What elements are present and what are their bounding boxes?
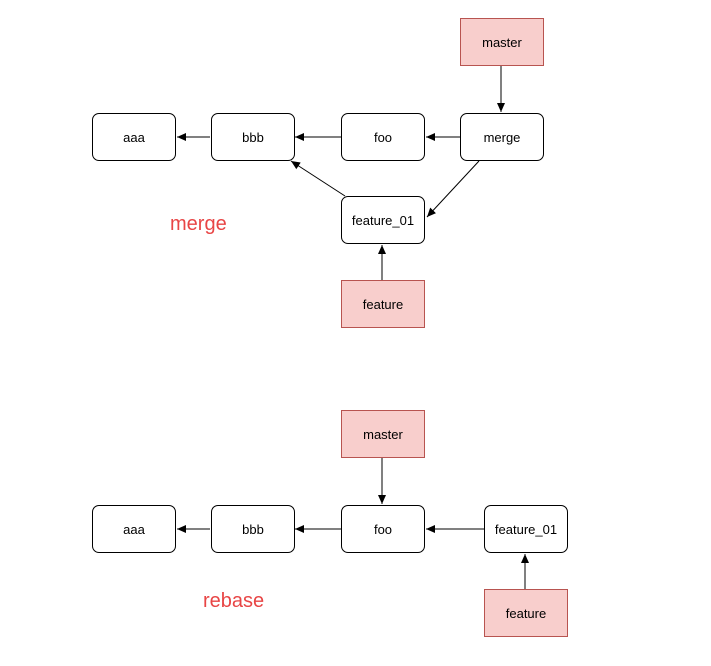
rebase-commit-foo: foo: [341, 505, 425, 553]
branch-label: master: [363, 426, 403, 442]
merge-commit-bbb: bbb: [211, 113, 295, 161]
rebase-title: rebase: [203, 590, 265, 612]
merge-commit-foo: foo: [341, 113, 425, 161]
rebase-commit-feature01: feature_01: [484, 505, 568, 553]
edge-feature01-to-bbb: [290, 160, 346, 197]
commit-label: feature_01: [351, 212, 415, 228]
merge-commit-aaa: aaa: [92, 113, 176, 161]
commit-label: feature_01: [494, 521, 558, 537]
commit-label: foo: [373, 129, 393, 145]
commit-label: aaa: [123, 521, 145, 537]
rebase-commit-bbb: bbb: [211, 505, 295, 553]
merge-commit-feature01: feature_01: [341, 196, 425, 244]
branch-label: feature: [505, 605, 547, 621]
branch-label: master: [482, 34, 522, 50]
commit-label: bbb: [242, 521, 264, 537]
merge-branch-master: master: [460, 18, 544, 66]
rebase-branch-feature: feature: [484, 589, 568, 637]
merge-branch-feature: feature: [341, 280, 425, 328]
merge-commit-merge: merge: [460, 113, 544, 161]
branch-label: feature: [362, 296, 404, 312]
edge-merge-to-feature01: [426, 160, 480, 218]
rebase-branch-master: master: [341, 410, 425, 458]
commit-label: aaa: [123, 129, 145, 145]
merge-title: merge: [170, 213, 227, 235]
commit-label: merge: [483, 129, 521, 145]
rebase-commit-aaa: aaa: [92, 505, 176, 553]
commit-label: bbb: [242, 129, 264, 145]
commit-label: foo: [373, 521, 393, 537]
